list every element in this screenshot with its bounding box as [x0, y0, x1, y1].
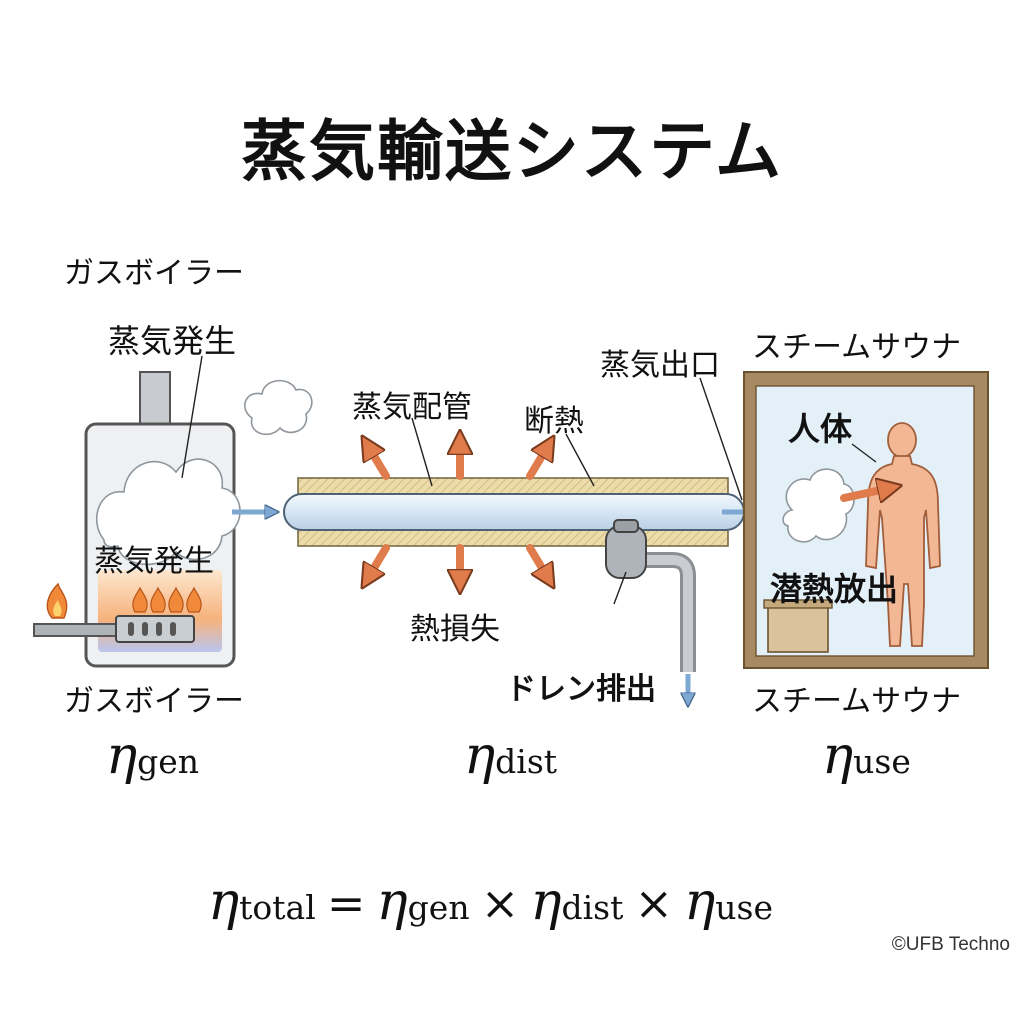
steam-generation-label: 蒸気発生	[108, 322, 237, 360]
use-subscript: use	[715, 888, 773, 927]
eta-gen-label: ηgen	[106, 726, 199, 786]
steam-outlet-label: 蒸気出口	[600, 348, 720, 383]
total-subscript: total	[239, 888, 316, 927]
heat-loss-arrows	[368, 442, 548, 582]
times-sign: ×	[480, 876, 520, 930]
outlet-label-leader	[699, 377, 743, 501]
total-efficiency-formula: ηtotal = ηgen × ηdist × ηuse	[208, 872, 773, 932]
gas-flame-icon	[46, 582, 68, 619]
boiler-chimney	[139, 371, 171, 425]
escaping-steam-puff	[244, 379, 313, 436]
pipe-label-leader	[411, 417, 433, 487]
eta-symbol: η	[376, 872, 408, 932]
latent-heat-label: 潜熱放出	[770, 570, 899, 608]
burner-unit	[115, 615, 195, 643]
eta-subscript: dist	[495, 742, 558, 781]
eta-subscript: use	[853, 742, 911, 781]
eta-symbol: η	[822, 726, 854, 786]
latent-heat-arrow	[840, 488, 890, 498]
human-body-figure	[865, 422, 941, 647]
equals-sign: =	[326, 876, 366, 930]
steam-pipe-label: 蒸気配管	[352, 390, 472, 425]
steam-pipe	[283, 493, 745, 531]
eta-use-label: ηuse	[822, 726, 911, 786]
steam-sauna	[743, 371, 989, 669]
gas-boiler	[33, 355, 313, 668]
dist-subscript: dist	[561, 888, 624, 927]
burner-slots	[128, 622, 176, 636]
sauna-bench	[767, 603, 829, 653]
steam-generation-inner-label: 蒸気発生	[94, 544, 214, 579]
human-body-label: 人体	[788, 410, 853, 448]
insulation-bottom	[297, 529, 729, 547]
sauna-bottom-label: スチームサウナ	[752, 684, 962, 719]
boiler-bottom-label: ガスボイラー	[64, 684, 244, 719]
steam-label-leader	[181, 355, 203, 479]
sauna-top-label: スチームサウナ	[752, 330, 962, 365]
eta-symbol: η	[464, 726, 496, 786]
insulation-top	[297, 477, 729, 495]
trap-leader	[613, 571, 627, 605]
times-sign: ×	[634, 876, 673, 930]
body-label-leader	[851, 443, 877, 463]
burner-flames-group	[132, 586, 202, 613]
insulation-label: 断熱	[524, 404, 584, 439]
page-title: 蒸気輸送システム	[240, 113, 784, 190]
boiler-top-label: ガスボイラー	[64, 256, 244, 291]
eta-symbol: η	[106, 726, 138, 786]
sauna-steam-cloud	[782, 468, 855, 543]
steam-pipe-section	[283, 377, 758, 700]
heat-loss-label: 熱損失	[410, 612, 500, 647]
eta-symbol: η	[684, 872, 716, 932]
eta-dist-label: ηdist	[464, 726, 557, 786]
drain-pipe	[646, 552, 696, 672]
eta-symbol: η	[208, 872, 240, 932]
insulation-label-leader	[565, 433, 595, 487]
gen-subscript: gen	[407, 888, 470, 927]
steam-trap	[605, 525, 647, 579]
eta-subscript: gen	[137, 742, 200, 781]
copyright-notice: ©UFB Techno	[891, 934, 1010, 955]
gas-supply-pipe	[33, 623, 119, 637]
drain-discharge-label: ドレン排出	[506, 672, 656, 707]
boiler-steam-cloud	[95, 458, 241, 566]
eta-symbol: η	[530, 872, 562, 932]
